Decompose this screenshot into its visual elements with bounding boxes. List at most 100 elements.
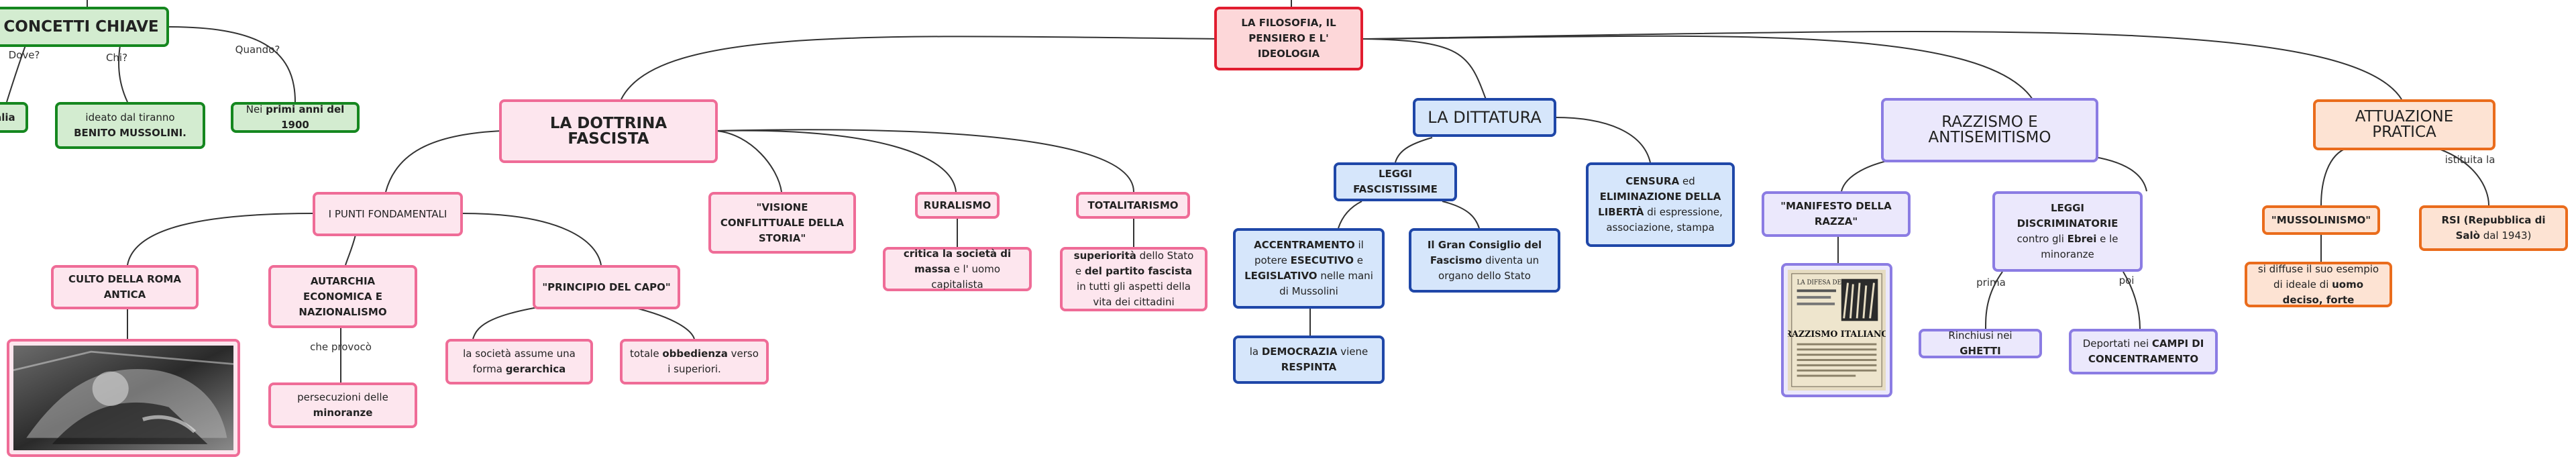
edge-leggi-gran [1442, 201, 1480, 229]
accentramento-node[interactable]: ACCENTRAMENTO il potere ESECUTIVO e LEGI… [1233, 228, 1385, 309]
attuazione-title: ATTUAZIONE PRATICA [2355, 108, 2454, 141]
rsi-node[interactable]: RSI (Repubblica di Salò dal 1943) [2419, 205, 2568, 251]
edge-att-rsi [2434, 147, 2489, 206]
label-istituita: istituita la [2445, 154, 2496, 166]
node-italia[interactable]: Italia [0, 102, 28, 133]
edge-att-muss [2320, 147, 2349, 206]
societa-text: la società assume una forma gerarchica [463, 348, 576, 375]
label-quando: Quando? [235, 44, 280, 56]
gran-consiglio-text: Il Gran Consiglio del Fascismo diventa u… [1427, 238, 1542, 282]
censura-node[interactable]: CENSURA ed ELIMINAZIONE DELLA LIBERTÀ di… [1586, 162, 1735, 247]
dittatura-node[interactable]: LA DITTATURA [1413, 98, 1556, 137]
edge-leggi-deportati [2123, 271, 2141, 329]
punti-fondamentali-node[interactable]: I PUNTI FONDAMENTALI [313, 192, 463, 236]
principio-text: "PRINCIPIO DEL CAPO" [542, 280, 671, 293]
principio-capo-node[interactable]: "PRINCIPIO DEL CAPO" [533, 265, 680, 309]
culto-roma-node[interactable]: CULTO DELLA ROMA ANTICA [51, 265, 199, 309]
rsi-text: RSI (Repubblica di Salò dal 1943) [2441, 214, 2546, 242]
mussolinismo-text: "MUSSOLINISMO" [2271, 213, 2371, 226]
label-poi: poi [2118, 274, 2135, 287]
persecuzioni-text: persecuzioni delle minoranze [297, 391, 388, 419]
edge-principio-societa [472, 305, 551, 340]
node-mussolini[interactable]: ideato dal tiranno BENITO MUSSOLINI. [55, 102, 205, 149]
concetti-chiave-title: CONCETTI CHIAVE [3, 17, 159, 36]
edge-leggi-accentr [1338, 201, 1362, 229]
edge-dottrina-totalitarismo [716, 129, 1134, 193]
culto-image-node[interactable] [7, 339, 240, 457]
esempio-text: si diffuse il suo esempio di ideale di u… [2257, 262, 2379, 306]
democrazia-node[interactable]: la DEMOCRAZIA viene RESPINTA [1233, 336, 1385, 384]
accentramento-text: ACCENTRAMENTO il potere ESECUTIVO e LEGI… [1244, 239, 1373, 297]
campi-text: Deportati nei CAMPI DI CONCENTRAMENTO [2082, 338, 2204, 365]
edge-punti-culto [127, 213, 315, 266]
label-che-provoco: che provocò [310, 341, 372, 353]
edge-punti-principio [461, 213, 602, 266]
persecuzioni-node[interactable]: persecuzioni delle minoranze [268, 382, 417, 428]
esempio-node[interactable]: si diffuse il suo esempio di ideale di u… [2245, 262, 2392, 307]
mussolinismo-node[interactable]: "MUSSOLINISMO" [2262, 205, 2380, 235]
edge-root-dottrina [621, 36, 1222, 100]
dottrina-node[interactable]: LA DOTTRINA FASCISTA [499, 99, 718, 163]
campi-node[interactable]: Deportati nei CAMPI DI CONCENTRAMENTO [2069, 329, 2218, 374]
root-node[interactable]: LA FILOSOFIA, IL PENSIERO E L' IDEOLOGIA [1214, 7, 1363, 70]
societa-node[interactable]: la società assume una forma gerarchica [445, 339, 593, 384]
obbedienza-text: totale obbedienza verso i superiori. [630, 348, 759, 375]
edge-dottrina-visione [716, 130, 782, 193]
leggi-fascistissime-node[interactable]: LEGGI FASCISTISSIME [1334, 162, 1457, 201]
ruralismo-node[interactable]: RURALISMO [915, 192, 1000, 219]
razzismo-title: RAZZISMO E ANTISEMITISMO [1928, 113, 2051, 146]
attuazione-node[interactable]: ATTUAZIONE PRATICA [2313, 99, 2496, 150]
ghetti-node[interactable]: Rinchiusi nei GHETTI [1919, 329, 2042, 358]
poster-title: RAZZISMO ITALIANO [1788, 329, 1886, 339]
totalitarismo-node[interactable]: TOTALITARISMO [1076, 192, 1190, 219]
autarchia-node[interactable]: AUTARCHIA ECONOMICA E NAZIONALISMO [268, 265, 417, 328]
poster-header: LA DIFESA DELLA RAZZA [1797, 280, 1877, 287]
dittatura-title: LA DITTATURA [1428, 107, 1542, 127]
autarchia-text: AUTARCHIA ECONOMICA E NAZIONALISMO [299, 274, 387, 318]
ghetti-text: Rinchiusi nei GHETTI [1948, 329, 2012, 357]
node-primi-anni[interactable]: Nei primi anni del 1900 [231, 102, 360, 133]
italia-text: Italia [0, 111, 15, 123]
edge-root-dittatura [1361, 38, 1487, 100]
visione-text: "VISIONE CONFLITTUALE DELLA STORIA" [720, 201, 845, 244]
edge-leggi-rinchiusi [1985, 271, 2003, 329]
manifesto-node[interactable]: "MANIFESTO DELLA RAZZA" [1762, 191, 1911, 237]
punti-text: I PUNTI FONDAMENTALI [328, 207, 447, 220]
concetti-chiave-node[interactable]: CONCETTI CHIAVE [0, 7, 169, 47]
manifesto-poster-image: LA DIFESA DELLA RAZZA RAZZISMO ITALIANO [1788, 270, 1886, 391]
edge-ditt-censura [1554, 117, 1651, 163]
ruralismo-text: RURALISMO [923, 199, 991, 211]
edge-dottrina-punti [385, 130, 502, 193]
democrazia-text: la DEMOCRAZIA viene RESPINTA [1249, 346, 1368, 373]
edge-principio-obbedienza [623, 305, 695, 340]
label-dove: Dove? [8, 49, 40, 61]
edge-root-attuazione [1361, 30, 2402, 100]
dottrina-title: LA DOTTRINA FASCISTA [549, 114, 667, 148]
leggi-fascistissime-text: LEGGI FASCISTISSIME [1353, 168, 1438, 195]
totalitarismo-detail-node[interactable]: superiorità dello Stato e del partito fa… [1060, 247, 1208, 311]
root-label: LA FILOSOFIA, IL PENSIERO E L' IDEOLOGIA [1241, 17, 1336, 60]
label-prima: prima [1976, 276, 2006, 289]
visione-node[interactable]: "VISIONE CONFLITTUALE DELLA STORIA" [708, 192, 856, 254]
manifesto-image-node[interactable]: LA DIFESA DELLA RAZZA RAZZISMO ITALIANO [1781, 263, 1892, 397]
razzismo-node[interactable]: RAZZISMO E ANTISEMITISMO [1881, 98, 2098, 162]
roma-artwork-image [13, 346, 233, 450]
edge-concetti-quando [167, 26, 296, 103]
totalitarismo-detail-text: superiorità dello Stato e del partito fa… [1073, 250, 1194, 308]
obbedienza-node[interactable]: totale obbedienza verso i superiori. [620, 339, 769, 384]
primi-anni-text: Nei primi anni del 1900 [246, 103, 345, 131]
edge-concetti-chi [118, 41, 128, 103]
edge-dottrina-ruralismo [716, 130, 957, 193]
gran-consiglio-node[interactable]: Il Gran Consiglio del Fascismo diventa u… [1409, 228, 1560, 293]
ruralismo-detail-text: critica la società di massa e l' uomo ca… [903, 247, 1012, 291]
edge-root-razzismo [1361, 35, 2033, 100]
mussolini-text: ideato dal tiranno BENITO MUSSOLINI. [74, 111, 186, 139]
ruralismo-detail-node[interactable]: critica la società di massa e l' uomo ca… [883, 247, 1032, 291]
manifesto-text: "MANIFESTO DELLA RAZZA" [1780, 200, 1892, 227]
censura-text: CENSURA ed ELIMINAZIONE DELLA LIBERTÀ di… [1598, 175, 1723, 234]
culto-text: CULTO DELLA ROMA ANTICA [68, 273, 181, 301]
edge-punti-autarchia [345, 234, 356, 266]
